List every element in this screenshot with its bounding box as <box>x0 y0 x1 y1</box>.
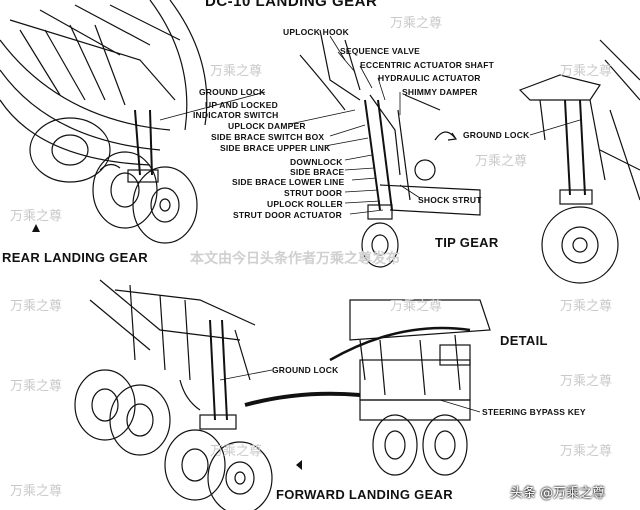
watermark: 万乘之尊 <box>560 64 613 79</box>
callout-steering-bypass-key: STEERING BYPASS KEY <box>482 407 586 417</box>
author-banner: 本文由今日头条作者万乘之尊发布 <box>190 251 400 267</box>
watermark: 万乘之尊 <box>10 484 63 499</box>
watermark: 万乘之尊 <box>560 374 613 389</box>
watermark: 万乘之尊 <box>10 379 63 394</box>
heading-forward-landing-gear: FORWARD LANDING GEAR <box>276 487 453 502</box>
watermark: 万乘之尊 <box>10 299 63 314</box>
callout-strut-door: STRUT DOOR <box>284 188 343 198</box>
callout-downlock: DOWNLOCK <box>290 157 343 167</box>
callout-eccentric-actuator-shaft: ECCENTRIC ACTUATOR SHAFT <box>360 60 495 70</box>
callout-uplock-roller: UPLOCK ROLLER <box>267 199 343 209</box>
callout-uplock-damper: UPLOCK DAMPER <box>228 121 306 131</box>
rear-wheels <box>29 117 198 244</box>
watermark: 万乘之尊 <box>475 154 528 169</box>
callout-side-brace-lower-line: SIDE BRACE LOWER LINE <box>232 177 345 187</box>
leader-lines <box>159 35 581 413</box>
center-gear-structure <box>299 29 481 268</box>
rear-gear-structure <box>0 0 208 183</box>
callout-up-and-locked: UP AND LOCKED <box>205 100 278 110</box>
callout-shimmy-damper: SHIMMY DAMPER <box>402 87 478 97</box>
callout-side-brace-switch-box: SIDE BRACE SWITCH BOX <box>211 132 325 142</box>
forward-gear-structure <box>74 279 273 510</box>
callout-shock-strut: SHOCK STRUT <box>418 195 482 205</box>
heading-tip-gear: TIP GEAR <box>435 235 499 250</box>
callout-hydraulic-actuator: HYDRAULIC ACTUATOR <box>378 73 481 83</box>
watermark: 万乘之尊 <box>210 64 263 79</box>
callout-indicator-switch: INDICATOR SWITCH <box>193 110 279 120</box>
callout-ground-lock-tip: GROUND LOCK <box>463 130 530 140</box>
callout-side-brace-upper-link: SIDE BRACE UPPER LINK <box>220 143 331 153</box>
callout-strut-door-actuator: STRUT DOOR ACTUATOR <box>233 210 342 220</box>
heading-detail: DETAIL <box>500 333 548 348</box>
marker-triangle <box>296 460 302 470</box>
callout-uplock-hook: UPLOCK HOOK <box>283 27 349 37</box>
watermark: 万乘之尊 <box>560 299 613 314</box>
watermark: 万乘之尊 <box>390 16 443 31</box>
watermark: 万乘之尊 <box>210 444 263 459</box>
tip-gear-structure <box>518 39 640 284</box>
detail-view-structure <box>329 299 491 476</box>
marker-triangle <box>32 224 40 232</box>
callout-side-brace: SIDE BRACE <box>290 167 345 177</box>
footer-credit: 头条 @万乘之尊 <box>510 486 606 501</box>
watermark: 万乘之尊 <box>10 209 63 224</box>
heading-rear-landing-gear: REAR LANDING GEAR <box>2 250 148 265</box>
diagram-title: DC-10 LANDING GEAR <box>205 0 378 10</box>
watermark: 万乘之尊 <box>560 444 613 459</box>
callout-sequence-valve: SEQUENCE VALVE <box>340 46 420 56</box>
callout-ground-lock-forward: GROUND LOCK <box>272 365 339 375</box>
callout-ground-lock-rear: GROUND LOCK <box>199 87 266 97</box>
watermark: 万乘之尊 <box>390 299 443 314</box>
